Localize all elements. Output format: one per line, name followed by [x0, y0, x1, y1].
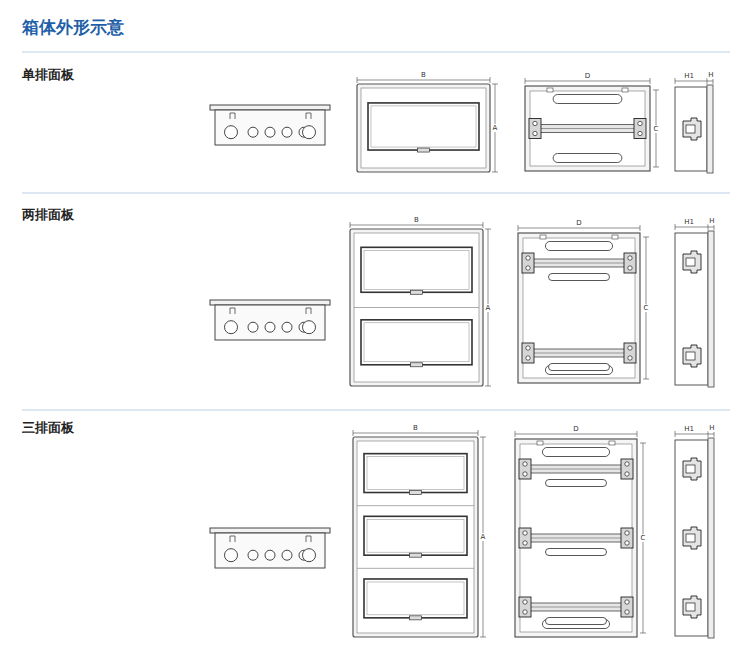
dimension-letter: D [575, 219, 582, 227]
section-heading: 三排面板 [22, 419, 74, 437]
enclosure-views [210, 77, 713, 173]
dimension-letter: H [707, 71, 714, 79]
dimension-letter: H [708, 424, 715, 432]
section-heading: 两排面板 [22, 206, 74, 224]
dimension-letter: H1 [683, 72, 695, 80]
section-rule [22, 410, 730, 411]
section-heading: 单排面板 [22, 66, 74, 84]
dimension-letter: H1 [683, 218, 695, 226]
dimension-letter: A [492, 124, 499, 132]
dimension-letter: H1 [683, 425, 695, 433]
dimension-letter: C [640, 534, 647, 542]
dimension-letter: C [643, 304, 650, 312]
dimension-letter: B [413, 216, 420, 224]
dimension-letter: B [420, 71, 427, 79]
section-rule [22, 193, 730, 194]
enclosure-views [210, 430, 714, 638]
page-title: 箱体外形示意 [22, 16, 124, 39]
section-rule [22, 52, 730, 53]
dimension-letter: B [412, 424, 419, 432]
enclosure-views [210, 222, 714, 387]
dimension-letter: H [708, 217, 715, 225]
dimension-letter: C [653, 125, 660, 133]
dimension-letter: A [485, 304, 492, 312]
dimension-letter: D [572, 425, 579, 433]
dimension-letter: A [480, 533, 487, 541]
dimension-letter: D [584, 72, 591, 80]
